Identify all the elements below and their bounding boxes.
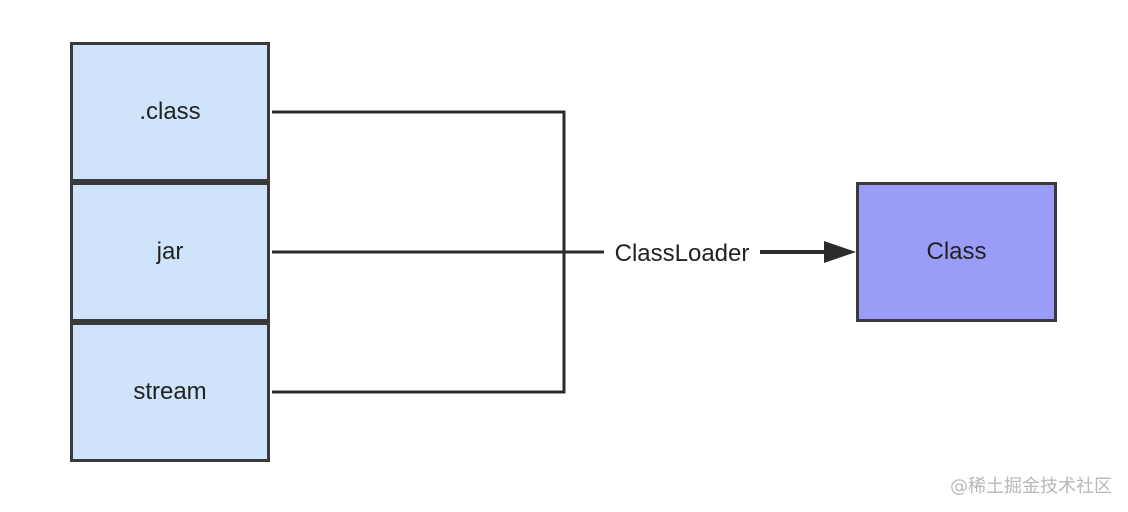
arrow-head	[824, 241, 856, 263]
source-box-jar: jar	[70, 182, 270, 322]
source-label-jar: jar	[156, 238, 184, 265]
source-label-stream: stream	[133, 378, 207, 405]
target-label: Class	[926, 238, 987, 265]
source-box-stream: stream	[70, 322, 270, 462]
source-box-class: .class	[70, 42, 270, 182]
target-box-class: Class	[856, 182, 1057, 322]
edge-label-classloader: ClassLoader	[604, 238, 760, 270]
source-label-class: .class	[139, 98, 201, 125]
watermark-text: @稀土掘金技术社区	[950, 476, 1112, 497]
